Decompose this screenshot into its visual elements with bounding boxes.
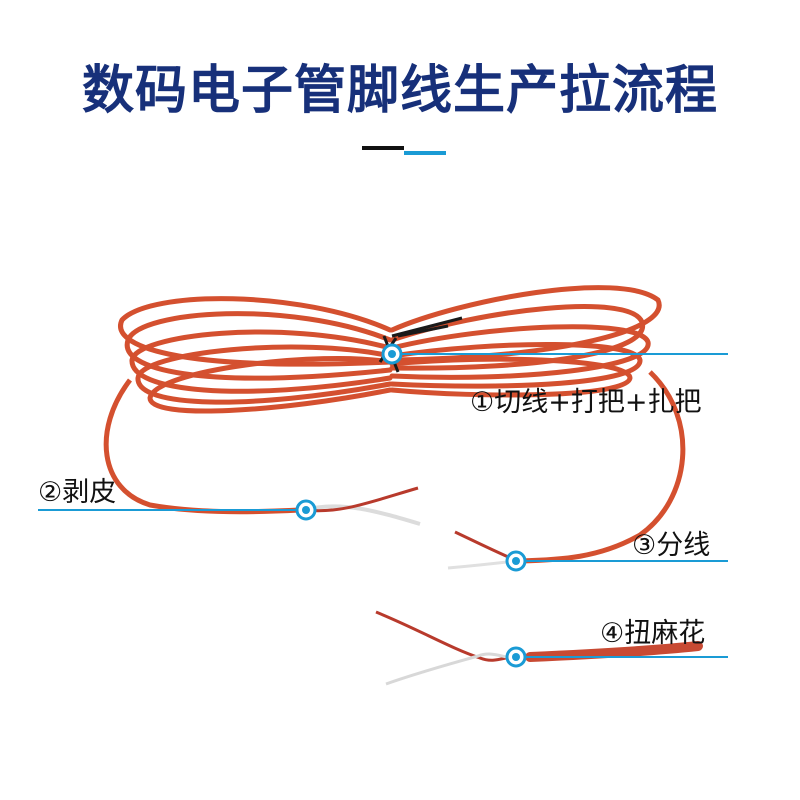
wire-left-run [103,378,301,515]
inner-wire-red-3 [454,530,516,562]
step-label-3: ③分线 [632,530,711,561]
step-label-2: ②剥皮 [38,477,117,508]
inner-wire-white-2 [304,504,421,526]
page-title: 数码电子管脚线生产拉流程 [81,61,718,121]
wire-sheath-4 [525,641,703,662]
inner-wire-white-3 [447,559,516,570]
marker-dot-3 [512,557,520,565]
step-label-4: ④扭麻花 [600,618,706,649]
callout-markers [295,343,527,668]
marker-dot-2 [302,506,310,514]
callout-lines [38,353,728,658]
wire-coil [118,285,662,414]
marker-dot-4 [512,653,520,661]
title-underline-blue [404,151,446,155]
marker-dot-1 [388,350,396,358]
wire-right-run [519,370,686,564]
title-underline-dark [362,146,404,150]
inner-wire-red-4 [375,610,521,662]
step-label-1: ①切线+打把+扎把 [470,387,702,418]
